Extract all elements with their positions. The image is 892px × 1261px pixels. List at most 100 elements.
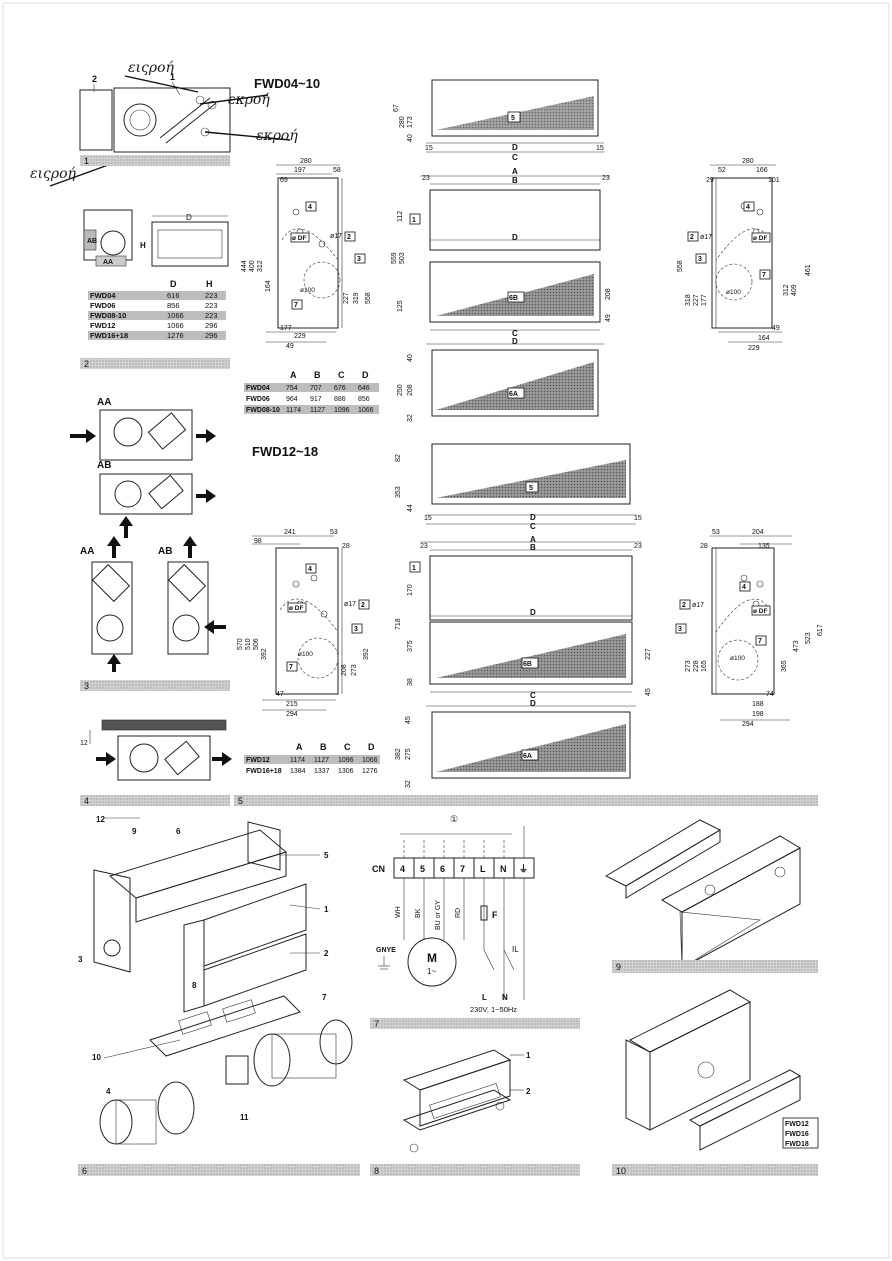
top-right-phi100: ø100 [726,289,741,296]
top-side-box-3: 3 [357,256,361,263]
table-abcd-top-header-a: A [290,370,297,380]
section-2-dimensions: AB AA D H [83,209,229,267]
section-6-exploded-view: 12 9 6 5 1 2 3 8 7 10 4 11 [78,815,353,1145]
section-8-filter-install: 1 2 [402,1049,531,1153]
model-title-bottom: FWD12~18 [252,444,318,459]
top-right-dim-0: 280 [742,158,754,165]
bottom-side-dim-4: 570 [237,638,244,650]
bottom-side-box-3: 3 [354,626,358,633]
bottom-front-dim-0: 82 [395,454,402,462]
terminal-block: 4 5 6 7 L N ⏚ [393,857,535,879]
arrow-outflow-2 [204,131,291,141]
callout-1: 1 [170,72,175,82]
top-side-box-7: 7 [294,302,298,309]
table-abcd-top-header-c: C [338,370,345,380]
bottom-side-dim-0: 241 [284,529,296,536]
bottom-front-dim-14: 275 [405,748,412,760]
bottom-side-dim-8: 215 [286,701,298,708]
section-number-1: 1 [84,156,89,166]
table-dh-header-d: D [170,279,177,289]
top-bplan-box-6a: 6A [509,391,518,398]
model-tag-fwd12: FWD12 [785,1121,809,1128]
label-d: D [186,213,192,222]
table-dh-row-3-model: FWD12 [90,321,115,330]
handwriting-inflow-1: ειςροή [128,60,175,76]
bottom-right-dim-2: 28 [700,543,708,550]
table-abcd-bottom: A B C D FWD12 1174 1127 1096 1066 FWD16+… [244,742,380,775]
top-side-dim-12: 319 [353,292,360,304]
terminal-ground: ⏚ [519,864,528,874]
section-bar-10 [612,1164,818,1176]
bottom-front-elevation: A B D 6B 1 23 23 170 718 375 227 38 45 C [395,535,652,700]
wire-wh: WH [395,906,402,918]
bottom-side-dim-11: 208 [341,664,348,676]
section-number-4: 4 [84,796,89,806]
table-abcd-top-row-1-c: 886 [334,396,346,403]
bottom-right-dim-10: 165 [701,660,708,672]
filter-callout-2: 2 [526,1087,531,1096]
section-bar-8 [370,1164,580,1176]
table-abcd-top-row-1-a: 964 [286,396,298,403]
bottom-right-box-2: 2 [682,602,686,609]
table-dh-row-3-h: 296 [205,321,218,330]
top-right-dim-13: 164 [758,335,770,342]
table-abcd-bottom-row-1-a: 1384 [290,768,306,775]
top-front-dim-7: 23 [602,175,610,182]
bottom-side-view: 241 98 53 28 570 510 506 392 215 294 47 … [237,529,370,718]
label-ab-bottom: AB [158,546,172,557]
bottom-right-phi-df: ø DF [753,608,767,615]
table-abcd-top-header-d: D [362,370,369,380]
bottom-plan-label-d: D [530,513,536,522]
exploded-callout-2: 2 [324,949,329,958]
top-side-dim-4: 444 [241,260,248,272]
top-right-dim-11: 461 [805,264,812,276]
section-4-side-install: 12 [80,719,232,781]
exploded-callout-9: 9 [132,827,137,836]
top-front-dim-16: 250 [397,384,404,396]
top-elev-label-c: C [512,329,518,338]
bottom-bottom-plan: D 6A 382 275 45 32 [395,699,636,788]
wiring-cn-label: CN [372,864,385,874]
top-right-box-4: 4 [746,204,750,211]
top-right-dim-8: 177 [701,294,708,306]
top-front-dim-0: 67 [393,104,400,112]
exploded-callout-1: 1 [324,905,329,914]
table-abcd-bottom-header-b: B [320,742,327,752]
bottom-side-dim-13: 392 [363,648,370,660]
bottom-side-dim-1: 98 [254,538,262,545]
table-abcd-top-row-2-a: 1174 [286,407,301,414]
bottom-right-dim-13: 294 [742,721,754,728]
top-elev-label-a: A [512,167,518,176]
table-abcd-bottom-row-0-d: 1066 [362,757,378,764]
top-right-dim-6: 318 [685,294,692,306]
bottom-side-box-2: 2 [361,602,365,609]
table-abcd-bottom-row-0-c: 1096 [338,757,354,764]
table-abcd-top-row-0-model: FWD04 [246,385,270,392]
section-number-8: 8 [374,1166,379,1176]
terminal-7: 7 [460,864,465,874]
top-front-dim-1: 173 [407,116,414,128]
section-bar-6 [78,1164,360,1176]
supply-label: 230V, 1~50Hz [470,1005,517,1014]
section-7-wiring-diagram: ① CN 4 5 6 7 L N ⏚ [372,814,535,1014]
table-dh-row-1-model: FWD06 [90,301,115,310]
top-plan-box-5: 5 [511,115,515,122]
table-abcd-top-row-0-b: 707 [310,385,322,392]
bottom-side-box-4: 4 [308,566,312,573]
exploded-callout-7: 7 [322,993,327,1002]
top-side-dim-3: 58 [333,167,341,174]
section-10-duct-install: FWD12 FWD16 FWD18 [625,989,819,1151]
top-right-dim-10: 409 [791,284,798,296]
table-abcd-bottom-row-1-c: 1306 [338,768,354,775]
bottom-right-side-view: 204 53 28 135 617 523 473 365 273 228 16… [675,529,824,728]
bottom-front-dim-10: 227 [645,648,652,660]
section-bar-5 [234,795,818,806]
model-title-top: FWD04~10 [254,76,320,91]
top-side-phi100: ø100 [300,287,315,294]
section-bar-9 [612,960,818,973]
side-dim-12: 12 [80,740,88,747]
top-front-dim-3: 40 [407,134,414,142]
label-ab-small: AB [87,238,97,245]
section-number-7: 7 [374,1019,379,1029]
